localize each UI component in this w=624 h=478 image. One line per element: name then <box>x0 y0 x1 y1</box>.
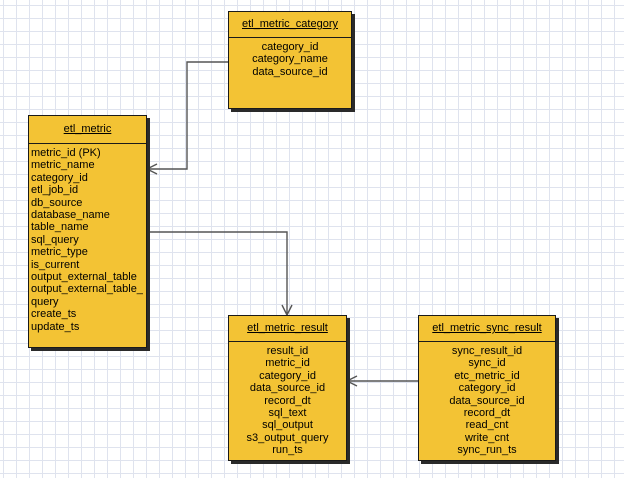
field-row: sync_result_id <box>451 345 523 357</box>
field-row: category_id <box>261 41 319 53</box>
field-list: category_id category_name data_source_id <box>229 38 351 78</box>
link-category-to-metric <box>147 61 228 170</box>
field-row: data_source_id <box>449 394 525 407</box>
field-row: category_name <box>252 53 328 66</box>
field-list: metric_id (PK) metric_name category_id e… <box>29 144 146 333</box>
field-row: category_id <box>259 369 316 382</box>
field-row: category_id <box>458 382 516 395</box>
field-row: output_external_table <box>31 271 137 284</box>
entity-etl-metric-sync-result[interactable]: etl_metric_sync_result sync_result_id sy… <box>418 315 556 461</box>
field-row: output_external_table_ <box>31 283 143 296</box>
link-metric-to-result <box>147 231 288 315</box>
field-row: db_source <box>31 196 83 209</box>
field-row: data_source_id <box>252 65 328 78</box>
field-row: run_ts <box>272 444 303 457</box>
field-row: etc_metric_id <box>454 369 520 382</box>
field-row: sql_text <box>268 407 307 420</box>
field-row: write_cnt <box>464 431 510 444</box>
field-row: sync_id <box>468 357 506 370</box>
crowfoot-metric-category <box>145 163 158 175</box>
entity-etl-metric-category[interactable]: etl_metric_category category_id category… <box>228 11 352 109</box>
field-row: etl_job_id <box>31 184 79 197</box>
entity-etl-metric[interactable]: etl_metric metric_id (PK) metric_name ca… <box>28 115 147 348</box>
entity-etl-metric-result[interactable]: etl_metric_result result_id metric_id ca… <box>228 315 347 461</box>
field-row: metric_type <box>31 246 88 259</box>
entity-title: etl_metric <box>29 116 146 144</box>
field-row: record_dt <box>463 407 511 420</box>
entity-title: etl_metric_category <box>229 12 351 38</box>
field-row: query <box>31 295 59 308</box>
field-row: sql_output <box>262 419 313 432</box>
field-row: result_id <box>266 345 309 357</box>
field-row: create_ts <box>31 308 77 321</box>
field-row: data_source_id <box>249 382 326 395</box>
field-row: record_dt <box>264 394 311 407</box>
field-list: sync_result_id sync_id etc_metric_id cat… <box>419 342 555 457</box>
field-list: result_id metric_id category_id data_sou… <box>229 342 346 457</box>
crowfoot-result-sync <box>345 375 358 387</box>
entity-title: etl_metric_result <box>229 316 346 342</box>
field-row: database_name <box>31 209 110 222</box>
field-row: category_id <box>31 171 88 184</box>
field-row: sql_query <box>31 233 79 246</box>
field-row: is_current <box>31 258 80 271</box>
field-row: update_ts <box>31 320 80 333</box>
field-row: read_cnt <box>465 419 509 432</box>
field-row: metric_name <box>31 159 95 172</box>
field-row: sync_run_ts <box>457 444 517 457</box>
entity-title: etl_metric_sync_result <box>419 316 555 342</box>
field-row: metric_id <box>265 357 310 370</box>
field-row: s3_output_query <box>246 431 329 444</box>
field-row: table_name <box>31 221 89 234</box>
field-row: metric_id (PK) <box>31 147 101 159</box>
